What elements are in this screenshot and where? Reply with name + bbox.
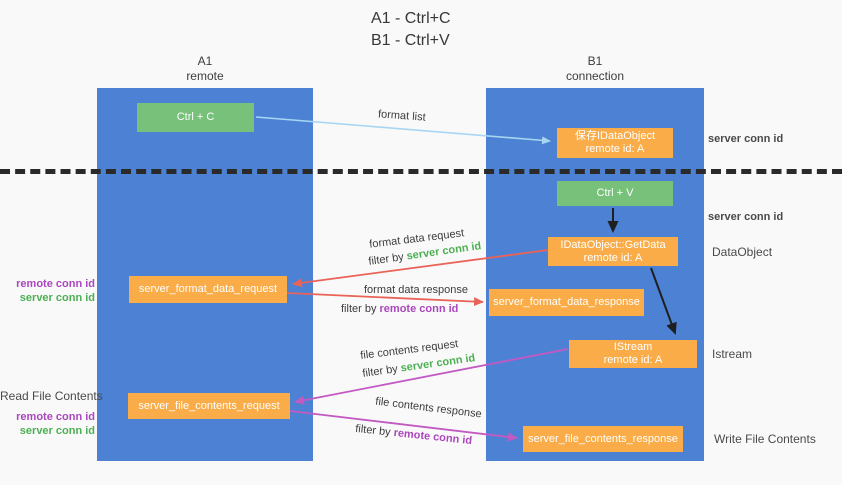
session-divider-line: [0, 169, 842, 174]
title-line-1: A1 - Ctrl+C: [371, 10, 451, 27]
label-format-data-response: format data response: [364, 284, 468, 296]
node-ctrl-c-label: Ctrl + C: [176, 111, 215, 123]
filter-by-prefix: filter by: [354, 422, 392, 439]
filter-by-prefix: filter by: [341, 303, 377, 315]
lane-header-a1: A1 remote: [160, 54, 250, 84]
node-server-file-contents-response-label: server_file_contents_response: [528, 432, 678, 445]
left-conn-id-block-1: remote conn id server conn id: [0, 277, 95, 305]
node-server-format-data-response-label: server_format_data_response: [493, 296, 640, 308]
lane-a1-name: A1: [197, 54, 213, 68]
node-idataobject-getdata: IDataObject::GetData remote id: A: [548, 237, 678, 266]
page-title: A1 - Ctrl+C B1 - Ctrl+V: [371, 8, 451, 52]
label-filter-by-remote-conn-id-1: filter by remote conn id: [341, 303, 458, 315]
filter-by-prefix: filter by: [361, 363, 399, 380]
node-server-file-contents-request-label: server_file_contents_request: [138, 399, 280, 412]
label-server-conn-id-2: server conn id: [19, 425, 95, 437]
remote-conn-id-text: remote conn id: [379, 303, 459, 315]
label-write-file-contents: Write File Contents: [714, 432, 816, 446]
remote-conn-id-text: remote conn id: [393, 426, 473, 448]
node-server-format-data-response: server_format_data_response: [489, 289, 644, 316]
label-filter-by-remote-conn-id-2: filter by remote conn id: [355, 423, 473, 447]
node-ctrl-c: Ctrl + C: [137, 103, 254, 132]
filter-by-prefix: filter by: [367, 251, 405, 268]
node-idataobject-getdata-line2: remote id: A: [583, 251, 643, 264]
node-server-file-contents-request: server_file_contents_request: [128, 393, 290, 419]
label-format-list: format list: [377, 108, 427, 124]
lane-header-b1: B1 connection: [550, 54, 640, 84]
label-server-conn-id-mid: server conn id: [708, 211, 784, 223]
left-conn-id-block-2: remote conn id server conn id: [0, 410, 95, 438]
node-server-file-contents-response: server_file_contents_response: [523, 426, 683, 452]
node-save-idataobject: 保存IDataObject remote id: A: [557, 128, 673, 158]
lane-b1-name: B1: [587, 54, 603, 68]
lane-b1-role: connection: [565, 69, 625, 83]
label-server-conn-id-top: server conn id: [708, 133, 784, 145]
node-save-idataobject-line2: remote id: A: [585, 143, 645, 155]
node-server-format-data-request-label: server_format_data_request: [138, 283, 278, 295]
node-ctrl-v: Ctrl + V: [557, 181, 673, 206]
node-istream: IStream remote id: A: [569, 340, 697, 368]
node-save-idataobject-line1: 保存IDataObject: [574, 130, 656, 142]
label-remote-conn-id-1: remote conn id: [16, 278, 95, 290]
title-line-2: B1 - Ctrl+V: [371, 32, 450, 49]
label-istream: Istream: [712, 347, 753, 361]
node-ctrl-v-label: Ctrl + V: [596, 187, 634, 199]
label-remote-conn-id-2: remote conn id: [16, 411, 95, 423]
label-dataobject: DataObject: [712, 245, 773, 259]
node-server-format-data-request: server_format_data_request: [129, 276, 287, 303]
label-file-contents-response: file contents response: [374, 395, 483, 421]
lane-a1-role: remote: [186, 69, 224, 83]
node-istream-line1: IStream: [613, 341, 653, 353]
node-idataobject-getdata-line1: IDataObject::GetData: [560, 238, 666, 251]
label-read-file-contents: Read File Contents: [0, 389, 103, 403]
label-server-conn-id-1: server conn id: [19, 292, 95, 304]
node-istream-line2: remote id: A: [603, 354, 663, 366]
